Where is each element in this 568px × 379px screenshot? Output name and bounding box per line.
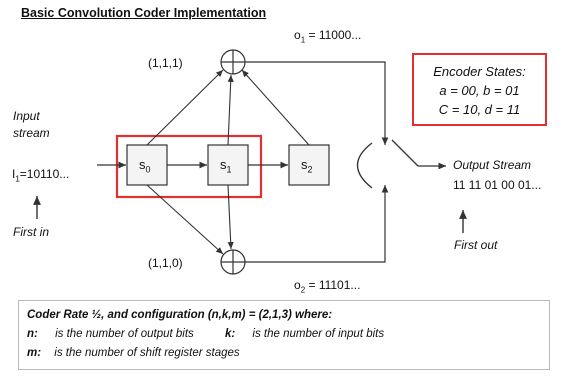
diagram-title: Basic Convolution Coder Implementation — [21, 6, 267, 20]
o1-path — [245, 61, 389, 145]
n-key: n: — [27, 328, 38, 340]
o2-path — [245, 185, 389, 263]
m-key: m: — [27, 347, 42, 359]
encoder-states-line1: a = 00, b = 01 — [439, 83, 520, 98]
input-label-line2: stream — [13, 126, 50, 140]
output-stream-label: Output Stream — [453, 158, 532, 172]
o1-label: o1 = 11000... — [294, 28, 362, 45]
register-s2-label: s2 — [301, 157, 313, 175]
tap-s0-top — [146, 69, 224, 146]
k-key: k: — [224, 328, 236, 340]
n-desc: is the number of output bits — [55, 328, 194, 340]
register-s0-label: s0 — [139, 157, 151, 175]
first-out-label: First out — [454, 238, 498, 252]
input-label-line1: Input — [13, 109, 40, 123]
encoder-states-box: Encoder States: a = 00, b = 01 C = 10, d… — [412, 53, 547, 126]
commutator-switch — [391, 139, 419, 167]
encoder-states-line2: C = 10, d = 11 — [438, 102, 521, 117]
encoder-states-title: Encoder States: — [433, 64, 526, 79]
shift-register-highlight — [115, 134, 263, 199]
bottom-xor-adder — [220, 249, 246, 275]
m-definition: m: is the number of shift register stage… — [27, 347, 240, 359]
input-sequence: I1=10110... — [12, 167, 70, 184]
tap-s1-bottom — [227, 184, 234, 250]
commutator-arc — [356, 142, 373, 189]
tap-s0-bottom — [146, 184, 224, 255]
coder-rate-box: Coder Rate ½, and configuration (n,k,m) … — [18, 300, 550, 370]
coder-rate-line: Coder Rate ½, and configuration (n,k,m) … — [27, 309, 333, 321]
register-s2-box — [288, 144, 330, 186]
output-stream-bits: 11 11 01 00 01... — [453, 178, 542, 192]
first-in-label: First in — [13, 225, 49, 239]
register-s1-label: s1 — [220, 157, 232, 175]
k-desc: is the number of input bits — [252, 328, 385, 340]
m-desc: is the number of shift register stages — [54, 347, 240, 359]
top-tap-label: (1,1,1) — [148, 56, 183, 70]
top-xor-adder — [220, 49, 246, 75]
register-s0-box — [126, 144, 168, 186]
bottom-tap-label: (1,1,0) — [148, 256, 183, 270]
o2-label: o2 = 11101... — [294, 278, 361, 295]
n-definition: n: is the number of output bits k: is th… — [27, 328, 384, 340]
tap-s1-top — [227, 74, 234, 146]
tap-s2-top — [241, 69, 310, 146]
